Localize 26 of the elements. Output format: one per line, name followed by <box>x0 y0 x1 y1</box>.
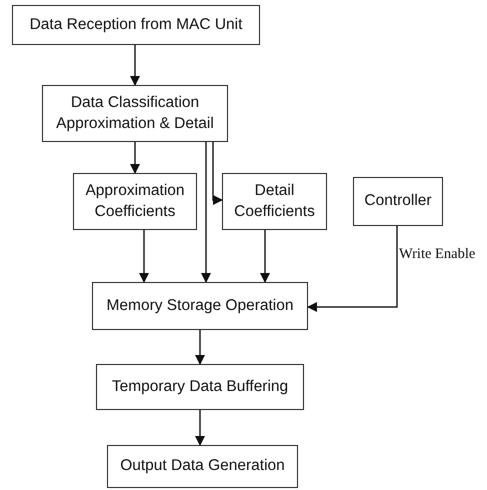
arrow <box>212 142 223 205</box>
arrow <box>130 142 140 174</box>
arrow <box>139 230 149 283</box>
box-label: Memory Storage Operation <box>106 296 294 316</box>
box-label: Detail Coefficients <box>233 181 316 222</box>
process-box <box>222 173 327 230</box>
arrow <box>260 230 270 283</box>
process-box <box>353 177 443 226</box>
process-box <box>73 173 197 230</box>
box-label: Data Classification Approximation & Detail <box>55 93 215 134</box>
arrow <box>195 410 205 446</box>
process-box <box>42 85 228 142</box>
process-box <box>12 5 260 45</box>
arrow <box>307 226 398 312</box>
arrow <box>195 330 205 365</box>
box-label: Controller <box>364 191 432 212</box>
box-label: Approximation Coefficients <box>84 181 186 222</box>
box-label: Data Reception from MAC Unit <box>30 14 242 35</box>
process-box <box>96 364 304 410</box>
box-label: Temporary Data Buffering <box>112 376 288 397</box>
process-box <box>107 445 298 488</box>
arrow <box>130 45 140 86</box>
box-label: Output Data Generation <box>120 456 285 476</box>
arrow <box>201 142 211 283</box>
edge-label: Write Enable <box>399 246 476 263</box>
process-box <box>92 282 308 330</box>
